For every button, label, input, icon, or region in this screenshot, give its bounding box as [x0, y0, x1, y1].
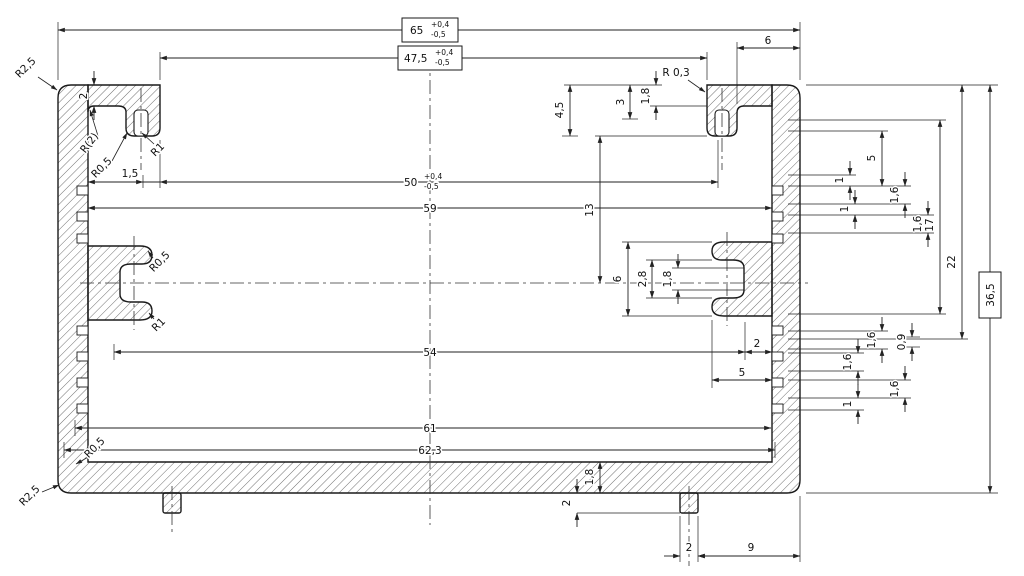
boxed-dim-47-5	[397, 45, 463, 71]
dim-foot-height-2: 2	[561, 500, 573, 507]
top-left-flange	[87, 84, 161, 137]
dim-stack-1-c: 1	[842, 401, 854, 408]
dim-step-2-top-left: 2	[78, 93, 90, 100]
dim-stack-0-9: 0,9	[896, 334, 908, 351]
radius-r2-5-bottom: R2,5	[17, 483, 42, 508]
dim-height-36-5: 36,5	[985, 283, 997, 306]
dim-boss-6: 6	[612, 275, 624, 282]
outer-walls	[57, 84, 801, 494]
dim-width-54: 54	[423, 347, 437, 359]
left-wall-serrations	[76, 185, 89, 414]
dim-thickness-1-8-top: 1,8	[640, 88, 652, 105]
dim-foot-offset-9: 9	[748, 542, 755, 554]
radius-r1-boss: R1	[150, 316, 168, 334]
dim-stack-1-6-c: 1,6	[866, 331, 878, 348]
dim-stack-1-6-a: 1,6	[889, 186, 901, 203]
right-screw-boss	[711, 241, 773, 317]
dim-stack-1-6-e: 1,6	[889, 380, 901, 397]
dim-height-22: 22	[946, 255, 958, 268]
dim-thickness-1-8-bottom: 1,8	[584, 469, 596, 486]
dim-top-right-6: 6	[765, 35, 772, 47]
dimension-labels: 65+0,4-0,5 47,5+0,4-0,5 50+0,4-0,5 6 59 …	[12, 19, 999, 556]
dim-depth-3: 3	[615, 99, 627, 106]
dim-width-61: 61	[423, 423, 436, 435]
dim-width-50: 50+0,4-0,5	[404, 172, 442, 191]
radius-r2-5-top-left: R2,5	[13, 55, 38, 80]
dim-stack-5: 5	[866, 155, 878, 162]
dim-stack-1-6-b: 1,6	[912, 215, 924, 232]
radius-r0-5-top: R0,5	[89, 155, 114, 180]
dim-depth-4-5: 4,5	[554, 102, 566, 119]
radius-r0-3-top-right: R 0,3	[662, 67, 689, 79]
extension-lines	[57, 22, 998, 562]
dim-height-13: 13	[584, 203, 596, 216]
dim-foot-width-2: 2	[686, 542, 693, 554]
dim-offset-1-5: 1,5	[122, 168, 139, 180]
dim-width-62-3: 62,3	[418, 445, 441, 457]
centerlines	[80, 55, 808, 566]
leader-lines	[37, 76, 706, 493]
dim-width-59: 59	[423, 203, 436, 215]
dim-stack-1-6-d: 1,6	[842, 353, 854, 370]
dim-stack-1-a: 1	[834, 177, 846, 184]
dim-boss-1-8: 1,8	[662, 271, 674, 288]
dim-stack-1-b: 1	[839, 206, 851, 213]
boxed-dim-36-5	[978, 271, 1002, 319]
right-wall-serrations	[771, 185, 784, 414]
boxed-dim-65	[401, 17, 459, 43]
dim-opening-47-5: 47,5+0,4-0,5	[404, 48, 453, 67]
dim-boss-2-8: 2,8	[637, 271, 649, 288]
dim-height-17: 17	[924, 218, 936, 231]
dim-gap-2-right: 2	[754, 338, 761, 350]
dim-width-5-right: 5	[739, 367, 746, 379]
radius-r1-top: R1	[149, 141, 167, 159]
dim-width-65: 65+0,4-0,5	[410, 20, 449, 39]
dimension-boxes	[397, 17, 1002, 319]
